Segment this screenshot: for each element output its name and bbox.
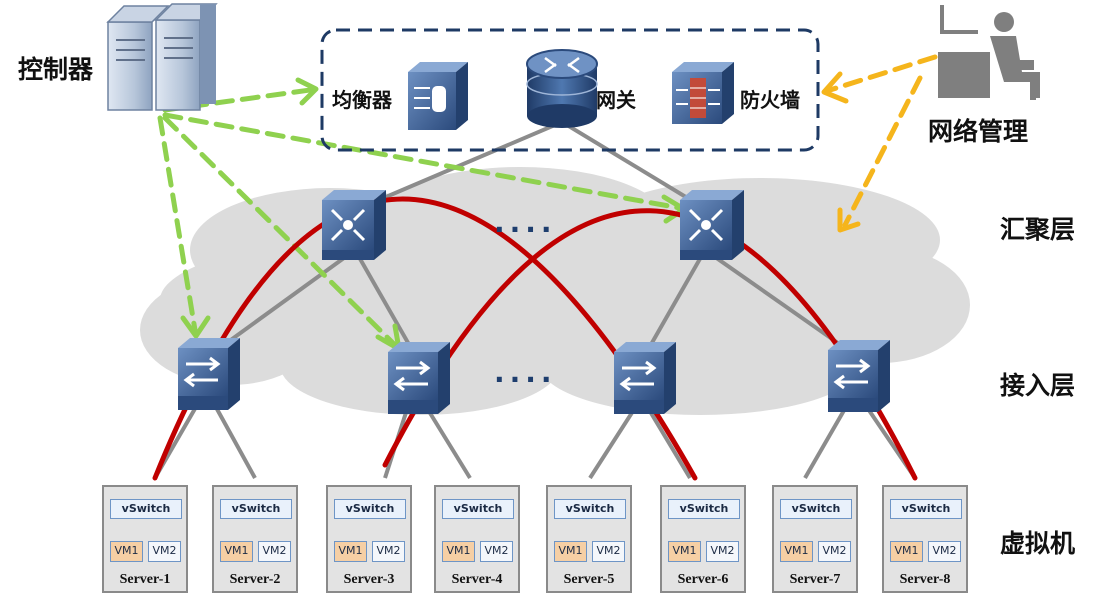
balancer-icon [408,62,468,130]
vm2: VM2 [372,541,405,562]
vswitch: vSwitch [890,499,962,519]
management-flow [827,54,938,228]
server-5: vSwitch VM1 VM2 Server-5 [546,485,632,593]
aggregation-switch-left [322,190,386,260]
balancer-label: 均衡器 [332,88,392,112]
vm2: VM2 [148,541,181,562]
vm1: VM1 [780,541,813,562]
server-1: vSwitch VM1 VM2 Server-1 [102,485,188,593]
vswitch: vSwitch [442,499,514,519]
vm1: VM1 [110,541,143,562]
network-admin-icon [938,5,1040,100]
firewall-label: 防火墙 [740,88,800,112]
vm1: VM1 [334,541,367,562]
vswitch: vSwitch [780,499,852,519]
vswitch: vSwitch [554,499,626,519]
vm2: VM2 [818,541,851,562]
access-switch-3 [614,342,676,414]
vm-layer-label: 虚拟机 [1000,529,1076,558]
gateway-icon [526,49,598,128]
vswitch: vSwitch [110,499,182,519]
server-name: Server-3 [343,572,395,587]
vswitch: vSwitch [668,499,740,519]
server-6: vSwitch VM1 VM2 Server-6 [660,485,746,593]
controller-server-icon [106,3,218,111]
aggregation-layer-label: 汇聚层 [1000,215,1076,244]
server-name: Server-6 [677,572,729,587]
server-name: Server-2 [229,572,281,587]
server-3: vSwitch VM1 VM2 Server-3 [326,485,412,593]
vm1: VM1 [220,541,253,562]
network-management-label: 网络管理 [928,117,1029,146]
gateway-label: 网关 [596,88,636,112]
access-switch-1 [178,338,240,410]
vm1: VM1 [668,541,701,562]
server-8: vSwitch VM1 VM2 Server-8 [882,485,968,593]
vm2: VM2 [706,541,739,562]
server-name: Server-7 [789,572,841,587]
vm1: VM1 [890,541,923,562]
vm2: VM2 [480,541,513,562]
access-switch-2 [388,342,450,414]
core-services-box [320,28,820,152]
aggregation-switch-right [680,190,744,260]
server-name: Server-8 [899,572,951,587]
access-layer-label: 接入层 [1000,371,1076,400]
server-4: vSwitch VM1 VM2 Server-4 [434,485,520,593]
vm2: VM2 [592,541,625,562]
vswitch: vSwitch [220,499,292,519]
vm1: VM1 [554,541,587,562]
access-switch-4 [828,340,890,412]
server-name: Server-4 [451,572,503,587]
vswitch: vSwitch [334,499,406,519]
server-name: Server-5 [563,572,615,587]
vm2: VM2 [258,541,291,562]
access-ellipsis: .... [494,356,557,389]
aggregation-ellipsis: .... [494,206,557,239]
server-2: vSwitch VM1 VM2 Server-2 [212,485,298,593]
controller-label: 控制器 [18,55,94,84]
vm1: VM1 [442,541,475,562]
server-name: Server-1 [119,572,171,587]
firewall-icon [672,62,734,124]
management-arrowheads [821,71,861,233]
server-7: vSwitch VM1 VM2 Server-7 [772,485,858,593]
vm2: VM2 [928,541,961,562]
